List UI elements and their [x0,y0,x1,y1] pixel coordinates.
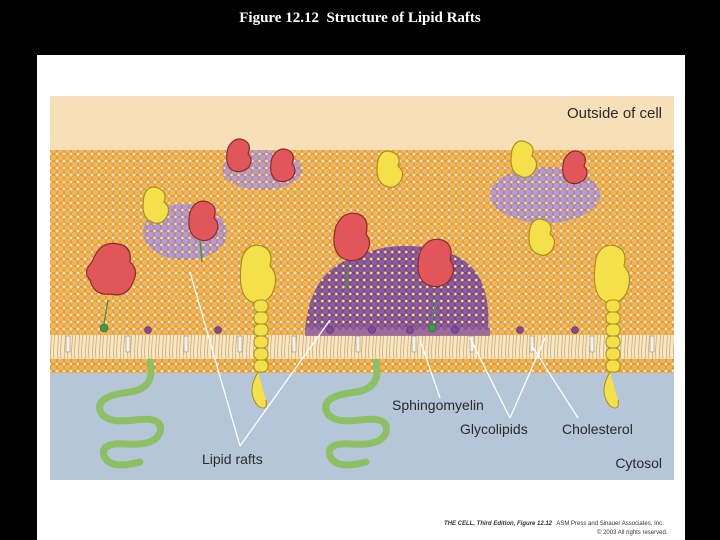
transmembrane-protein-group [142,140,631,304]
credit-line-1: THE CELL, Third Edition, Figure 12.12 AS… [444,521,664,527]
membrane-bottom-leaflet [50,359,674,373]
label-outside-of-cell: Outside of cell [567,105,662,122]
credit-title: THE CELL, Third Edition, Figure 12.12 [444,521,553,527]
slide-title: Figure 12.12 Structure of Lipid Rafts [239,10,481,26]
transmembrane-helix-right [603,299,621,409]
cytosolic-protein-left [96,358,164,469]
credit-line-2: © 2003 All rights reserved. [597,529,668,536]
cytosolic-protein-right [322,358,390,469]
label-cholesterol: Cholesterol [562,421,633,437]
leader-lines [189,271,579,447]
label-cytosol: Cytosol [615,455,662,471]
gpi-protein-group [85,138,588,296]
label-sphingomyelin: Sphingomyelin [392,397,484,413]
transmembrane-helix-left [251,299,269,409]
label-glycolipids: Glycolipids [460,421,528,437]
label-lipid-rafts: Lipid rafts [202,451,263,467]
credit-publisher: ASM Press and Sinauer Associates, Inc. [556,521,664,527]
